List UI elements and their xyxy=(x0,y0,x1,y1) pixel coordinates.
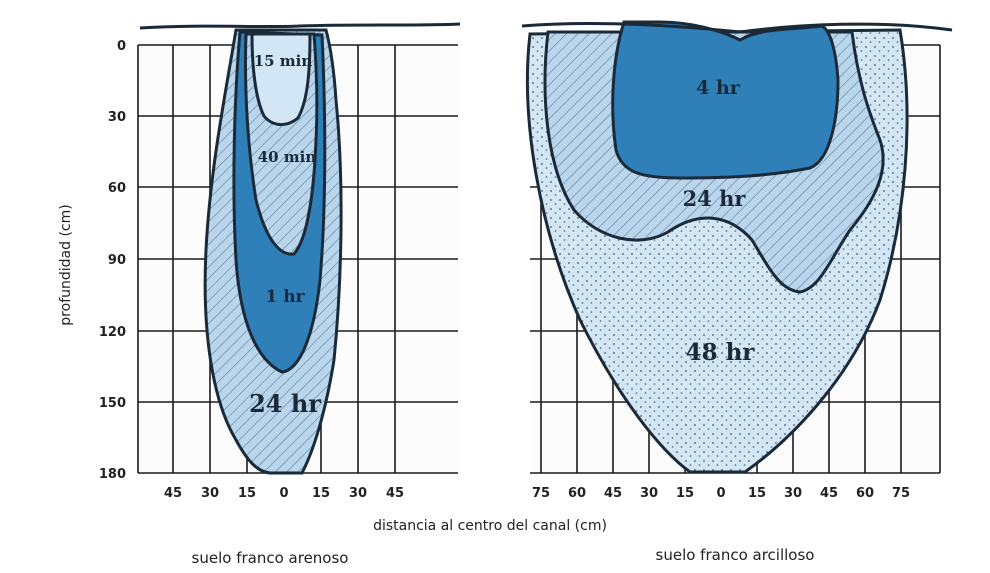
left-ground-surface xyxy=(140,24,460,28)
left-x-tick-label: 45 xyxy=(164,486,182,501)
y-tick-label: 90 xyxy=(108,253,126,268)
left-x-tick-label: 30 xyxy=(201,486,219,501)
right-x-tick-label: 45 xyxy=(604,486,622,501)
left-x-tick-label: 0 xyxy=(279,486,288,501)
right-x-tick-label: 75 xyxy=(892,486,910,501)
right-x-tick-label: 45 xyxy=(820,486,838,501)
left-x-tick-label: 45 xyxy=(386,486,404,501)
y-tick-label: 120 xyxy=(99,325,126,340)
left-zone-label-24hr: 24 hr xyxy=(249,389,321,418)
right-x-tick-label: 0 xyxy=(716,486,725,501)
left-x-tick-label: 15 xyxy=(238,486,256,501)
y-tick-label: 150 xyxy=(99,396,126,411)
left-x-tick-label: 30 xyxy=(349,486,367,501)
right-x-tick-label: 30 xyxy=(784,486,802,501)
right-zone-4hr xyxy=(613,22,838,178)
right-x-tick-label: 60 xyxy=(568,486,586,501)
left-zone-label-40min: 40 min xyxy=(258,148,317,166)
y-tick-label: 60 xyxy=(108,181,126,196)
left-zone-label-15min: 15 min xyxy=(254,52,313,70)
right-zone-label-24hr: 24 hr xyxy=(683,186,747,211)
y-axis: 0 30 60 90 120 150 180 profundidad (cm) xyxy=(58,39,126,482)
right-x-tick-label: 60 xyxy=(856,486,874,501)
right-zone-label-48hr: 48 hr xyxy=(686,339,756,366)
left-x-tick-label: 15 xyxy=(312,486,330,501)
right-x-tick-label: 15 xyxy=(748,486,766,501)
right-x-tick-label: 75 xyxy=(532,486,550,501)
y-tick-label: 180 xyxy=(99,467,126,482)
right-zone-label-4hr: 4 hr xyxy=(696,77,741,99)
y-tick-label: 30 xyxy=(108,110,126,125)
x-axis-title: distancia al centro del canal (cm) xyxy=(373,518,607,534)
left-panel: 15 min 40 min 1 hr 24 hr 45 30 15 0 15 3… xyxy=(138,24,460,501)
right-x-tick-label: 30 xyxy=(640,486,658,501)
left-panel-caption: suelo franco arenoso xyxy=(192,549,349,567)
right-panel-caption: suelo franco arcilloso xyxy=(656,546,815,564)
y-tick-label: 0 xyxy=(117,39,126,54)
left-zone-15min xyxy=(252,34,310,125)
y-axis-title: profundidad (cm) xyxy=(58,204,74,325)
left-zone-label-1hr: 1 hr xyxy=(265,287,305,307)
right-x-tick-label: 15 xyxy=(676,486,694,501)
right-panel: 4 hr 24 hr 48 hr 75 60 45 30 15 0 15 30 … xyxy=(522,22,952,501)
